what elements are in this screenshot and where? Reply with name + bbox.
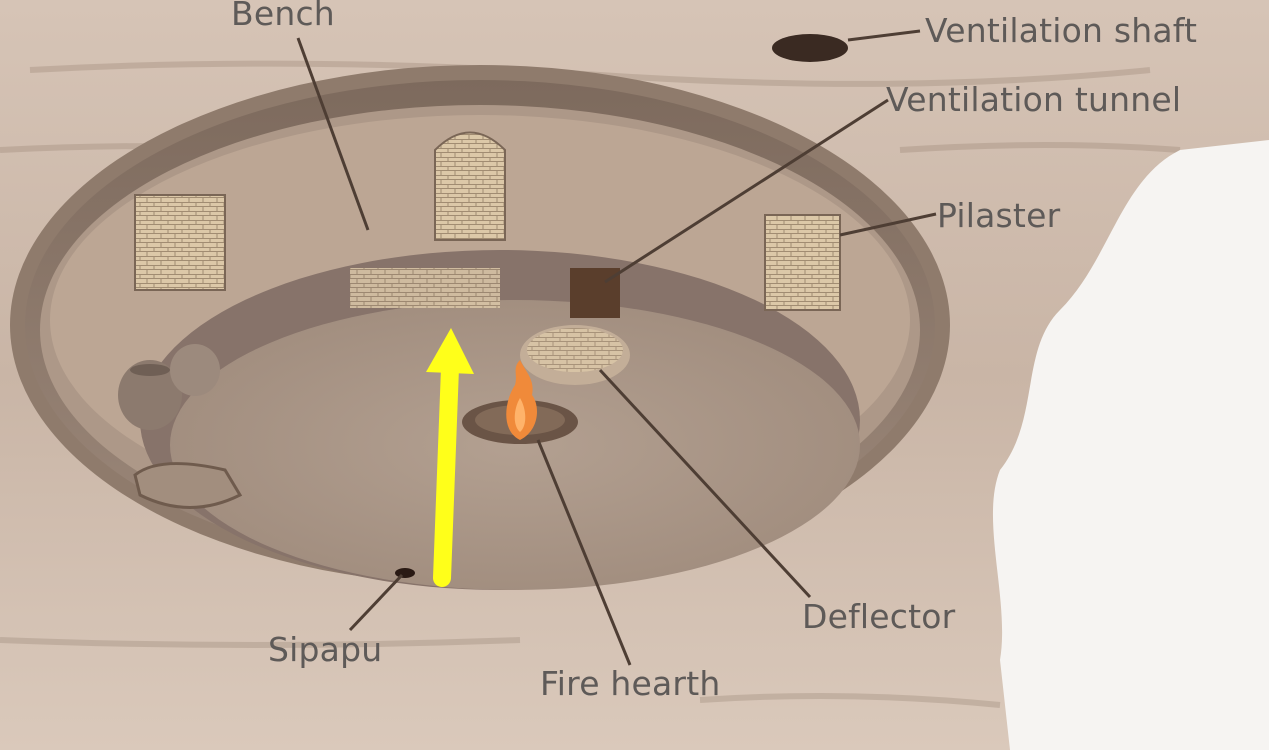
sipapu-hole [395, 568, 415, 578]
label-sipapu: Sipapu [268, 630, 382, 669]
ventilation-shaft-opening [772, 34, 848, 62]
label-ventilation-shaft: Ventilation shaft [925, 11, 1197, 50]
label-fire-hearth: Fire hearth [540, 664, 720, 703]
pilaster-back [435, 133, 505, 241]
label-bench: Bench [231, 0, 335, 33]
pilaster-right [765, 215, 840, 310]
back-bench-masonry [350, 268, 500, 308]
label-deflector: Deflector [802, 597, 955, 636]
pilaster-left [135, 195, 225, 290]
label-ventilation-tunnel: Ventilation tunnel [886, 80, 1181, 119]
metate [135, 464, 240, 508]
kiva-floor [170, 300, 860, 590]
deflector [520, 325, 630, 385]
label-pilaster: Pilaster [937, 196, 1060, 235]
